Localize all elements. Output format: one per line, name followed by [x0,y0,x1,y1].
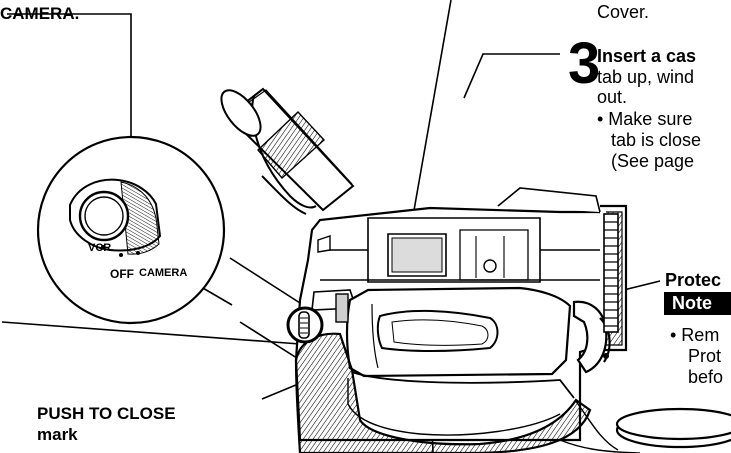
note-text-line: • Rem [670,325,720,345]
push-to-close-label: PUSH TO CLOSE [37,404,176,423]
lens-cap [559,300,731,453]
close-mark-callout-circle [286,306,324,344]
step-bullet-line: tab is close [611,130,702,150]
note-badge-label: Note [672,293,712,313]
switch-label-camera: CAMERA [139,267,188,279]
step-instruction-line: tab up, wind [597,67,695,87]
note-text-line: befo [688,367,724,387]
knurled-ring [603,213,619,333]
step-heading: Insert a cas [597,46,697,66]
switch-detail-inset [36,135,226,325]
viewfinder [220,87,355,215]
push-to-close-label-mark: mark [37,425,78,444]
step-bullet-line: • Make sure [597,109,693,129]
switch-label-vcr: VCR [88,242,112,254]
camera-heading-fragment: CAMERA. [0,4,80,23]
step-bullet-line: (See page [611,151,695,171]
note-text-line: Prot [688,346,722,366]
switch-label-off: OFF [110,267,134,281]
cover-text-fragment: Cover. [597,2,650,22]
step-number: 3 [568,31,601,96]
step-instruction-line: out. [597,87,628,107]
cassette-cover [335,286,572,378]
note-badge [664,292,731,315]
protect-heading: Protec [665,270,722,290]
